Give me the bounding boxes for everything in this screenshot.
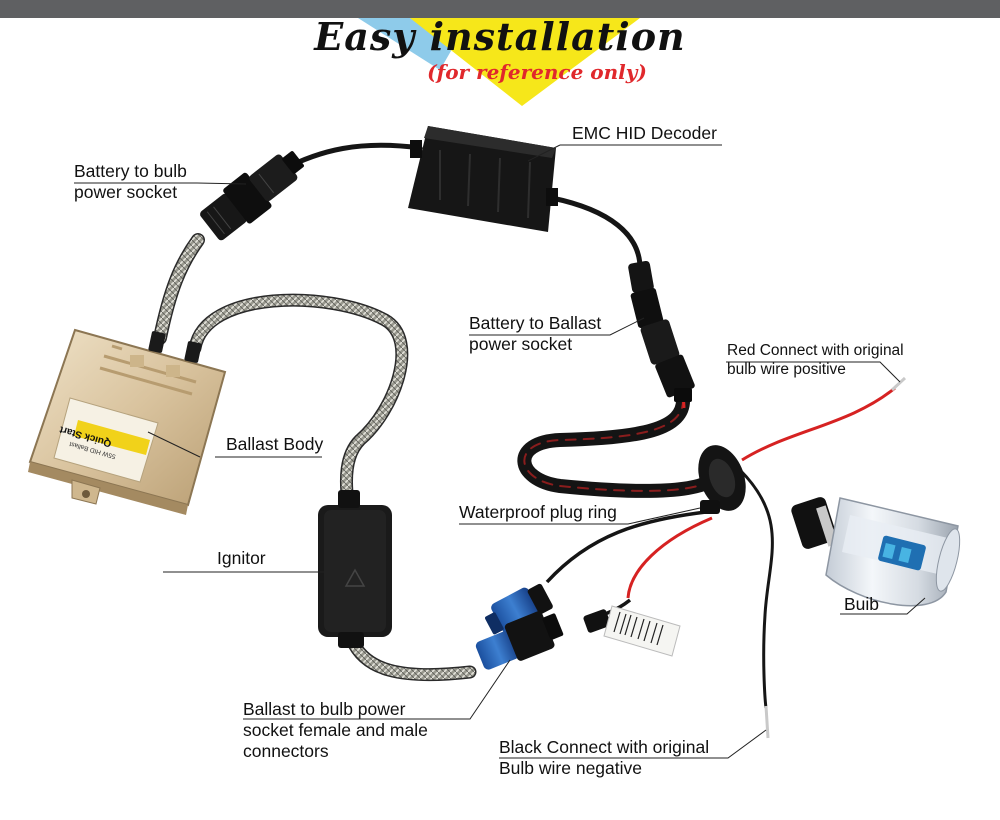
label-line: Red Connect with original [727,342,904,359]
waterproof-plug-ring [698,445,746,514]
barcode-tag [583,605,681,657]
hid-bulb [791,497,961,607]
ballast-body: Quick Start 55W HID Ballast [28,328,227,515]
callout-lines [74,144,926,759]
top-bar [0,0,1000,18]
label-line: Ballast to bulb power [243,699,406,719]
ignitor [318,490,392,648]
label-waterproof-plug-ring: Waterproof plug ring [459,502,617,522]
label-line: Black Connect with original [499,737,710,757]
label-line: power socket [469,334,573,354]
label-ballast-to-bulb-connectors: Ballast to bulb power socket female and … [243,699,428,762]
label-line: connectors [243,741,329,761]
label-battery-to-bulb-socket: Battery to bulb power socket [74,161,187,203]
label-ignitor: Ignitor [217,548,266,568]
diagram-title: Easy installation [314,14,686,59]
label-line: Battery to Ballast [469,313,602,333]
label-battery-to-ballast-socket: Battery to Ballast power socket [469,313,601,355]
sheathed-cable [517,391,719,498]
black-lead-negative [738,468,774,709]
red-lead-positive [741,386,896,462]
cable-decoder-to-ballast-socket [549,195,643,271]
label-line: Bulb wire negative [499,758,642,778]
battery-to-ballast-socket [628,260,695,402]
braided-cable-ignitor-to-connector [345,633,477,682]
label-line: bulb wire positive [727,361,846,378]
decor-yellow-triangle [410,18,640,106]
label-line: socket female and male [243,720,428,740]
label-bulb: Buib [844,594,880,614]
diagram-subtitle: (for reference only) [427,60,647,84]
blue-connector-male [475,611,564,670]
braided-cable-ballast-to-socket [153,233,205,345]
label-ballast-body: Ballast Body [226,434,324,454]
label-emc-hid-decoder: EMC HID Decoder [572,123,717,143]
braided-cable-ballast-to-ignitor [188,293,409,509]
label-line: power socket [74,182,178,202]
label-black-connect: Black Connect with original Bulb wire ne… [499,737,709,779]
label-line: Battery to bulb [74,161,187,181]
emc-hid-decoder [408,126,558,232]
battery-to-bulb-socket [200,151,304,241]
label-red-connect: Red Connect with original bulb wire posi… [727,341,904,379]
